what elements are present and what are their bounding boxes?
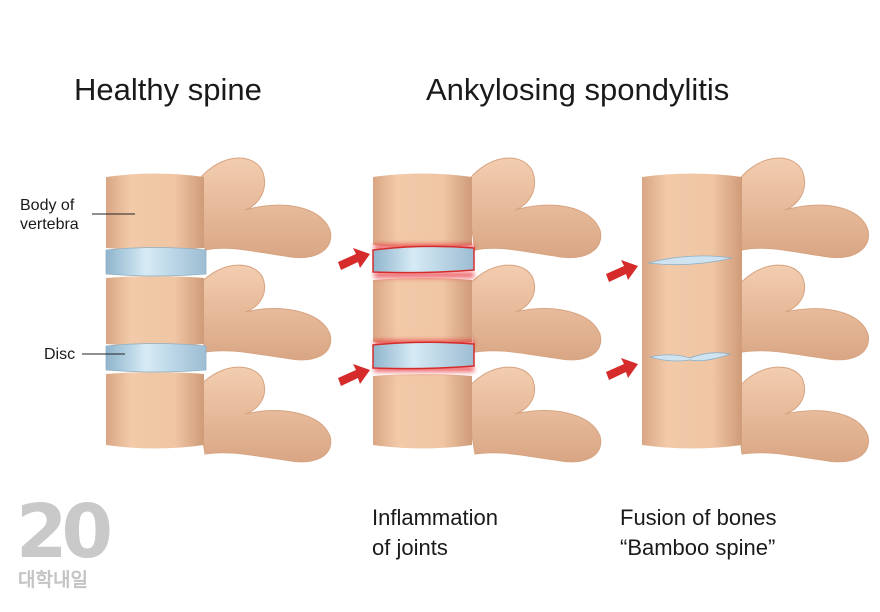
disc-label: Disc — [44, 346, 76, 363]
fusion-caption: Fusion of bones “Bamboo spine” — [620, 503, 777, 563]
fused-vertebra-body — [642, 173, 742, 449]
discs — [105, 247, 207, 373]
healthy-spine-title: Healthy spine — [74, 72, 262, 107]
vertebra-bodies — [373, 173, 472, 449]
fused-spine — [606, 157, 869, 463]
fusion-line1: Fusion of bones — [620, 505, 777, 530]
arrow-icons — [338, 248, 370, 386]
healthy-spine — [105, 157, 332, 463]
inflammation-line2: of joints — [372, 535, 448, 560]
vertebra-processes — [194, 157, 332, 463]
inflammation-caption: Inflammation of joints — [372, 503, 498, 563]
residual-disc-gaps — [647, 255, 733, 362]
inflammation-line1: Inflammation — [372, 505, 498, 530]
vertebra-bodies — [106, 173, 204, 449]
body-label-line2: vertebra — [20, 216, 79, 233]
leader-lines — [82, 213, 135, 355]
arrow-icons — [606, 260, 638, 380]
watermark-logo-text: 대학내일 — [18, 569, 88, 591]
ankylosing-spondylitis-title: Ankylosing spondylitis — [426, 72, 730, 107]
watermark-logo-number: 20 — [16, 489, 113, 575]
body-of-vertebra-label: Body of vertebra — [20, 196, 79, 234]
body-label-line1: Body of — [20, 197, 75, 214]
discs — [372, 245, 475, 370]
vertebra-processes — [464, 157, 602, 463]
inflamed-spine — [338, 157, 602, 463]
vertebra-processes — [734, 157, 869, 463]
fusion-line2: “Bamboo spine” — [620, 535, 776, 560]
